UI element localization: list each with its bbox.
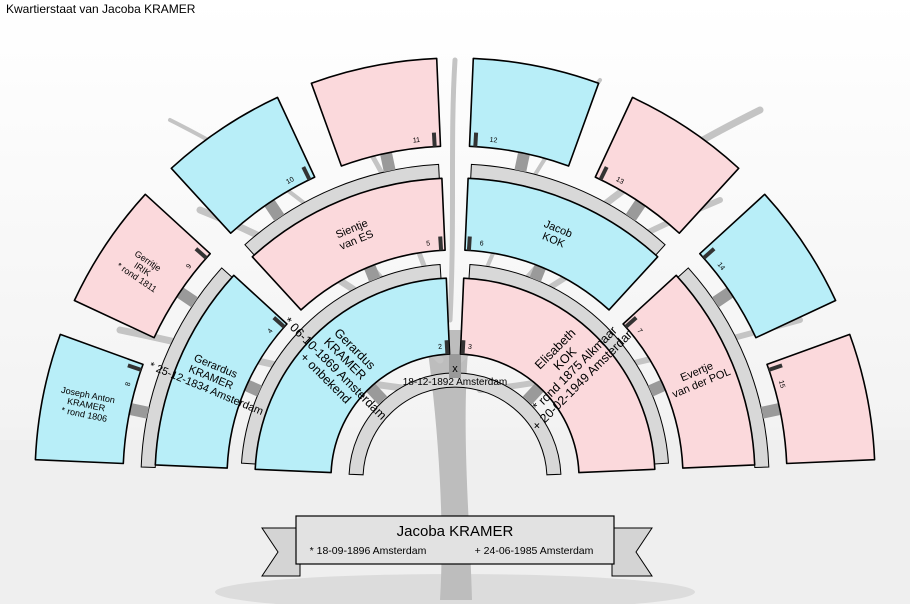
ancestor-12-number: 12: [489, 137, 498, 145]
ancestor-15[interactable]: 15: [766, 333, 876, 465]
ancestor-15-box[interactable]: [766, 333, 876, 465]
connector-spoke: [522, 383, 544, 405]
ancestor-13-box[interactable]: [594, 96, 740, 234]
ribbon-left-fold: [261, 527, 301, 577]
connector-spoke: [364, 264, 381, 282]
ancestor-3-number: 3: [468, 344, 473, 351]
ancestor-15-tab: [768, 363, 783, 372]
ancestor-4-tab: [272, 316, 286, 329]
ancestor-7-tab: [624, 316, 638, 329]
connector-spoke: [529, 264, 546, 282]
ancestor-4-number: 4: [267, 328, 275, 335]
ancestor-8-box[interactable]: [34, 333, 144, 465]
ancestor-2-tab: [444, 340, 450, 355]
ancestor-2-box[interactable]: [254, 277, 451, 474]
ancestor-9-tab: [194, 247, 208, 260]
ancestor-11-box[interactable]: [310, 57, 442, 167]
ancestor-8-number: 8: [125, 381, 133, 387]
ancestor-12-tab: [473, 132, 479, 147]
ancestor-6-tab: [466, 236, 472, 251]
ancestor-12-box[interactable]: [468, 57, 600, 167]
connector-spoke: [514, 152, 530, 173]
ancestor-12[interactable]: 12: [468, 57, 600, 167]
connector-spoke: [129, 403, 150, 419]
ancestor-10-number: 10: [285, 176, 295, 186]
connector-spoke: [760, 403, 781, 419]
ancestor-14-number: 14: [716, 261, 726, 272]
ancestor-9-number: 9: [185, 263, 193, 270]
tree-branch: [116, 326, 424, 394]
root-birth: * 18-09-1896 Amsterdam: [310, 545, 427, 557]
ancestor-3-tab: [460, 340, 466, 355]
root-ribbon: Jacoba KRAMER * 18-09-1896 Amsterdam + 2…: [261, 515, 653, 577]
ancestor-13-tab: [598, 166, 609, 181]
page-title: Kwartierstaat van Jacoba KRAMER: [6, 2, 196, 16]
ancestor-11-number: 11: [413, 137, 421, 145]
marriage-symbol: x: [452, 363, 458, 375]
ancestor-5-number: 5: [426, 240, 431, 247]
ancestor-14-tab: [702, 247, 716, 260]
connector-spoke: [648, 379, 666, 397]
ancestor-11[interactable]: 11: [310, 57, 442, 167]
ancestor-4-box[interactable]: [154, 274, 288, 469]
connector-spoke: [625, 199, 646, 222]
ancestor-7-box[interactable]: [622, 274, 756, 469]
ancestor-6-box[interactable]: [464, 177, 659, 311]
ancestor-10-tab: [301, 166, 312, 181]
ancestor-11-tab: [431, 132, 437, 147]
connector-spoke: [176, 287, 199, 308]
ancestor-10[interactable]: 10: [170, 96, 316, 234]
connector-spoke: [366, 383, 388, 405]
ancestor-14-box[interactable]: [699, 193, 837, 339]
root-death: + 24-06-1985 Amsterdam: [475, 545, 594, 557]
connector-spoke: [380, 152, 396, 173]
ancestor-14[interactable]: 14: [699, 193, 837, 339]
ancestor-3-box[interactable]: [459, 277, 656, 474]
connector-spoke: [264, 199, 285, 222]
ancestor-7-number: 7: [635, 328, 643, 335]
ancestor-10-box[interactable]: [170, 96, 316, 234]
ancestor-6-number: 6: [479, 240, 484, 247]
marriage-band: [348, 372, 562, 476]
marriage-date: 18-12-1892 Amsterdam: [403, 377, 508, 388]
root-name: Jacoba KRAMER: [397, 523, 514, 540]
ancestor-5-tab: [438, 236, 444, 251]
ancestor-13-number: 13: [615, 176, 625, 186]
ancestor-8-tab: [127, 363, 142, 372]
ancestor-15-number: 15: [777, 380, 786, 390]
ancestor-13[interactable]: 13: [594, 96, 740, 234]
ribbon-body: [295, 515, 615, 565]
connector-spoke: [244, 379, 262, 397]
ancestor-5-box[interactable]: [251, 177, 446, 311]
ribbon-right-fold: [611, 527, 653, 577]
ancestor-9-box[interactable]: [73, 193, 211, 339]
tree-branch: [447, 57, 458, 323]
connector-spoke: [711, 287, 734, 308]
ancestor-2-number: 2: [438, 344, 443, 351]
